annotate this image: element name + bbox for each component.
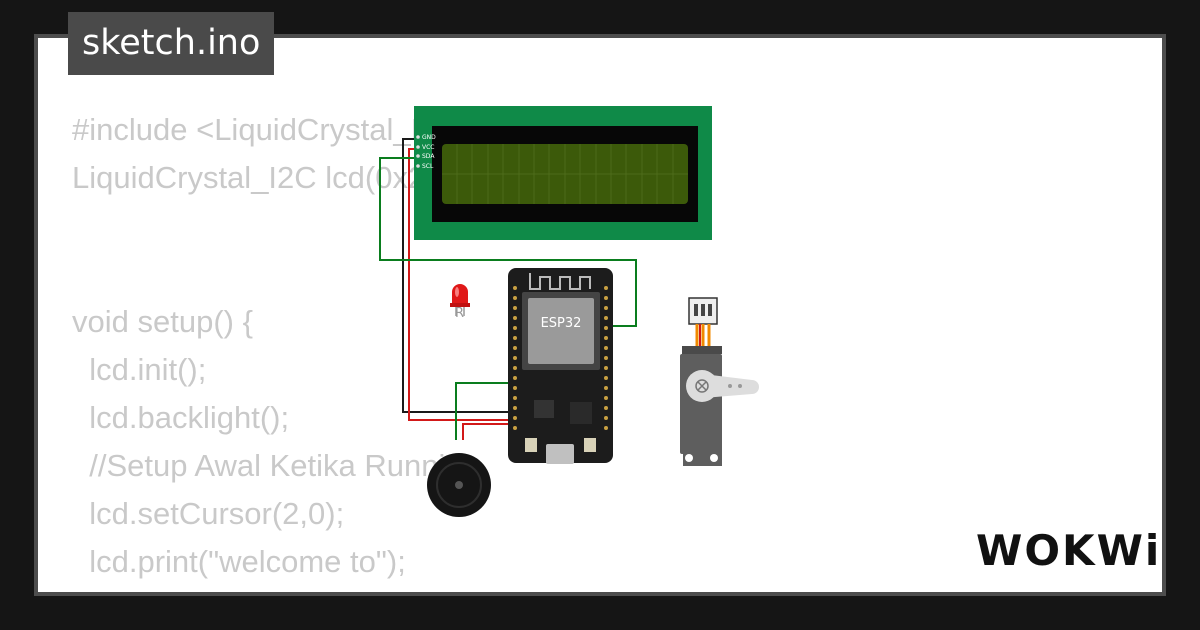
code-line: void setup() {: [72, 304, 253, 339]
code-line: //Setup Awal Ketika Running: [72, 448, 480, 483]
code-line: lcd.setCursor(2,0);: [72, 496, 345, 531]
wire-vcc: [408, 148, 514, 421]
lcd-pin-label: GND: [422, 134, 436, 141]
esp32-board[interactable]: ESP32: [508, 268, 613, 464]
lcd-display[interactable]: GND VCC SDA SCL: [414, 106, 712, 240]
wokwi-logo: WOKWi: [976, 526, 1162, 575]
wire-sda: [379, 157, 637, 327]
led-label: R: [455, 306, 464, 321]
lcd-pin-label: SDA: [422, 153, 435, 160]
code-line: lcd.print("welcome to");: [72, 544, 406, 579]
code-editor: #include <LiquidCrystal_I2C.h>LiquidCrys…: [72, 106, 530, 592]
board-label: ESP32: [541, 316, 582, 331]
code-line: lcd.init();: [72, 352, 207, 387]
code-line: lcd.backlight();: [72, 400, 290, 435]
buzzer[interactable]: [427, 453, 491, 517]
lcd-pin-label: VCC: [422, 144, 434, 151]
wires: [379, 138, 637, 440]
lcd-pin-label: SCL: [422, 163, 434, 170]
wire-buzzer: [462, 423, 514, 440]
led-red[interactable]: R: [450, 284, 470, 321]
wire-gnd: [402, 138, 514, 413]
servo-motor[interactable]: [680, 297, 759, 466]
file-tab[interactable]: sketch.ino: [68, 12, 275, 75]
wire-scl: [455, 382, 514, 440]
